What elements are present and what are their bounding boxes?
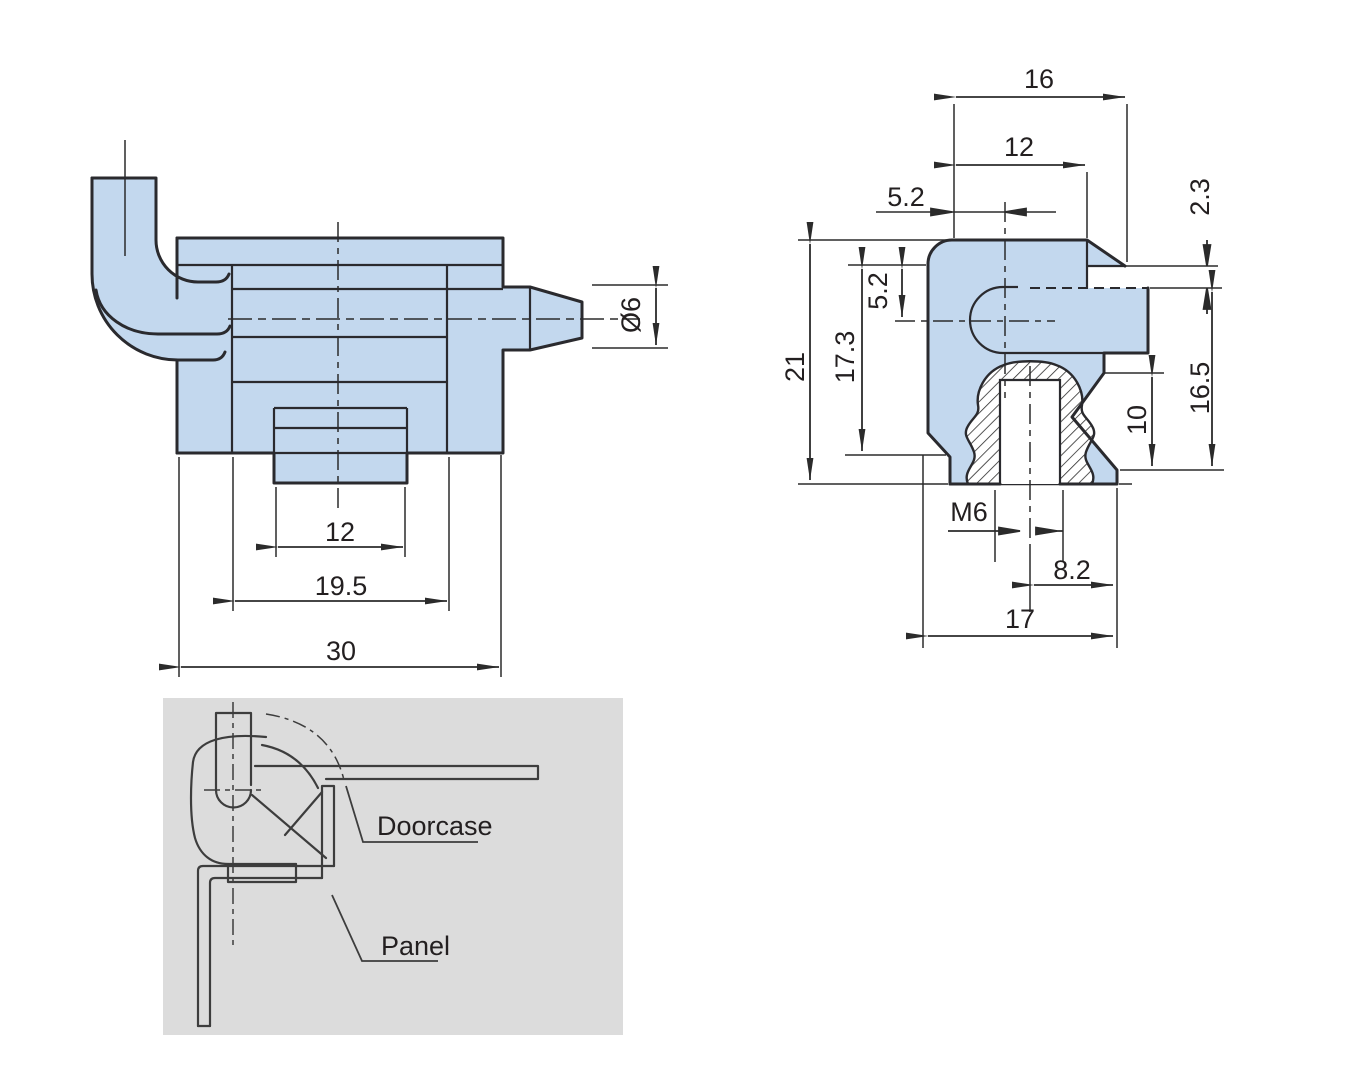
dim-21-label: 21: [780, 352, 810, 382]
inset-leaders: [331, 785, 478, 962]
dim-8-2-label: 8.2: [1053, 555, 1091, 585]
end-view: 16 12 5.2 2.3 5.2 17.3 21 16.5 10 M6 8.2…: [780, 64, 1224, 648]
dim-2-3-label: 2.3: [1185, 178, 1215, 216]
end-view-centerlines: [895, 202, 1055, 545]
dim-m6-label: M6: [950, 497, 988, 527]
dim-12-top-label: 12: [1004, 132, 1034, 162]
doorcase-label: Doorcase: [377, 811, 493, 841]
installation-inset: Doorcase Panel: [163, 698, 623, 1035]
end-view-internal-edges: [968, 240, 1125, 484]
dim-17-3-label: 17.3: [830, 331, 860, 384]
dim-16-5-label: 16.5: [1185, 362, 1215, 415]
inset-hinge-art: [189, 711, 540, 1028]
dim-12-bottom-label: 12: [325, 517, 355, 547]
dim-dia6-label: Ø6: [616, 297, 646, 333]
dim-19-5-label: 19.5: [315, 571, 368, 601]
end-view-small-dims: [930, 207, 1212, 536]
side-view-centerlines: [124, 140, 640, 512]
dim-10-label: 10: [1122, 405, 1152, 435]
dim-5-2-side-label: 5.2: [863, 272, 893, 310]
side-view-dimension-lines: [159, 266, 660, 671]
inset-centerlines: [204, 702, 345, 948]
end-view-dimension-lines: [806, 93, 1216, 640]
dim-5-2-top-label: 5.2: [887, 182, 925, 212]
dim-30-label: 30: [326, 636, 356, 666]
end-view-extension-lines: [798, 104, 1224, 648]
side-view: Ø6 12 19.5 30: [90, 140, 668, 677]
dim-16-label: 16: [1024, 64, 1054, 94]
side-view-internal-edges: [177, 263, 532, 455]
end-view-outline: [926, 238, 1150, 486]
side-view-outline: [90, 176, 584, 485]
panel-label: Panel: [381, 931, 450, 961]
hinge-body-fill: [177, 238, 582, 483]
dim-17-label: 17: [1005, 604, 1035, 634]
